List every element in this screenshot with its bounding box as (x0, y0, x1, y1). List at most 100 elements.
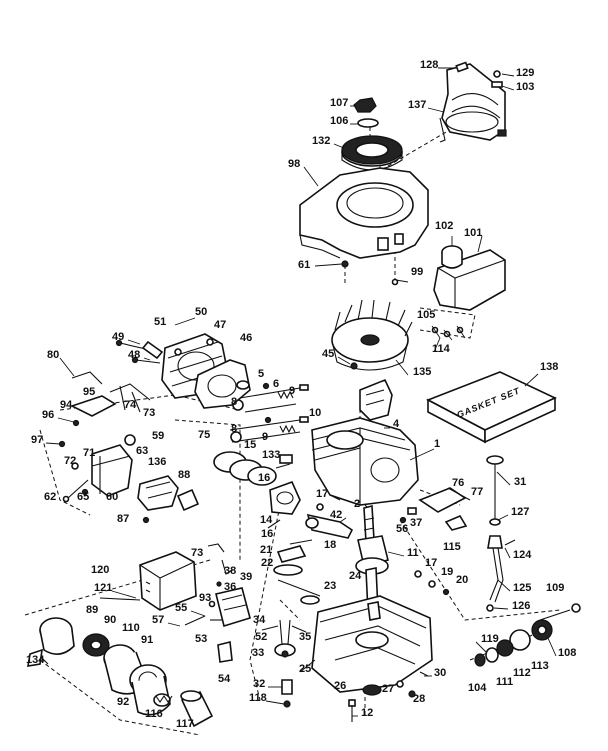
part-label-119: 119 (481, 633, 499, 645)
part-label-80: 80 (47, 349, 59, 361)
part-label-137: 137 (408, 99, 426, 111)
part-label-20: 20 (456, 574, 468, 586)
cylinder-block (311, 417, 419, 511)
part-label-21: 21 (260, 544, 272, 556)
rotating-screen (341, 135, 403, 171)
breather-gasket (418, 487, 471, 513)
crankshaft (355, 504, 389, 613)
part-label-112: 112 (513, 667, 531, 679)
part-label-117: 117 (176, 718, 194, 730)
part-label-23: 23 (324, 580, 336, 592)
blower-housing (299, 167, 429, 286)
part-label-75: 75 (198, 429, 210, 441)
part-label-77: 77 (471, 486, 483, 498)
part-label-59: 59 (152, 430, 164, 442)
part-label-133: 133 (262, 449, 280, 461)
part-label-126: 126 (512, 600, 530, 612)
part-label-89: 89 (86, 604, 98, 616)
part-label-72: 72 (64, 455, 76, 467)
part-label-88: 88 (178, 469, 190, 481)
part-label-116: 116 (145, 708, 163, 720)
part-label-45: 45 (322, 348, 334, 360)
part-label-16: 16 (258, 472, 270, 484)
part-label-106: 106 (330, 115, 348, 127)
part-label-54: 54 (218, 673, 231, 685)
part-label-57: 57 (152, 614, 164, 626)
part-label-120: 120 (91, 564, 109, 576)
flywheel-key (350, 362, 358, 370)
part-label-129: 129 (516, 67, 534, 79)
dipstick-assembly (444, 455, 516, 612)
part-label-34: 34 (253, 614, 266, 626)
primer-bulb (124, 434, 136, 446)
carburetor-bowl (137, 475, 179, 524)
pto-seal-parts (474, 603, 581, 667)
part-label-4: 4 (393, 418, 400, 430)
part-label-6: 6 (273, 378, 279, 390)
part-label-102: 102 (435, 220, 453, 232)
part-label-87: 87 (117, 513, 129, 525)
part-label-118: 118 (249, 692, 267, 704)
part-label-109: 109 (546, 582, 564, 594)
starter-clutch (27, 617, 214, 728)
part-label-60: 60 (106, 491, 118, 503)
part-label-11: 11 (407, 547, 419, 559)
part-label-28: 28 (413, 693, 425, 705)
part-label-104: 104 (468, 682, 487, 694)
starter-nut-washer (353, 97, 379, 128)
part-label-99: 99 (411, 266, 423, 278)
part-label-8: 8 (231, 423, 237, 435)
part-label-8: 8 (231, 396, 237, 408)
governor-gear (261, 619, 307, 658)
part-label-42: 42 (330, 509, 342, 521)
part-label-113: 113 (531, 660, 549, 672)
part-label-55: 55 (175, 602, 187, 614)
part-label-125: 125 (513, 582, 531, 594)
ignition-module (184, 543, 251, 663)
carburetor (62, 444, 133, 503)
part-label-124: 124 (513, 549, 532, 561)
muffler (433, 245, 506, 311)
part-number-labels: 1281291031071061371329810210161991051145… (26, 59, 576, 730)
part-label-110: 110 (122, 622, 140, 634)
governor-linkage (58, 371, 151, 448)
part-label-127: 127 (511, 506, 529, 518)
part-label-33: 33 (252, 647, 264, 659)
part-label-31: 31 (514, 476, 526, 488)
oil-plunger (281, 679, 293, 708)
part-label-108: 108 (558, 647, 576, 659)
part-label-17: 17 (425, 557, 437, 569)
part-label-52: 52 (255, 631, 267, 643)
part-label-135: 135 (413, 366, 431, 378)
part-label-65: 65 (77, 491, 89, 503)
part-label-138: 138 (540, 361, 558, 373)
part-label-38: 38 (224, 565, 236, 577)
part-label-95: 95 (83, 386, 95, 398)
part-label-105: 105 (417, 309, 435, 321)
part-label-5: 5 (258, 368, 264, 380)
part-label-90: 90 (104, 614, 116, 626)
part-label-30: 30 (434, 667, 446, 679)
part-label-32: 32 (253, 678, 265, 690)
part-label-53: 53 (195, 633, 207, 645)
part-label-74: 74 (124, 399, 137, 411)
part-label-27: 27 (382, 683, 394, 695)
part-label-15: 15 (244, 439, 256, 451)
part-label-25: 25 (299, 663, 311, 675)
crankcase-base (311, 595, 433, 722)
part-label-96: 96 (42, 409, 54, 421)
part-label-56: 56 (396, 523, 408, 535)
part-label-71: 71 (83, 447, 95, 459)
part-label-101: 101 (464, 227, 482, 239)
part-label-107: 107 (330, 97, 348, 109)
camshaft (273, 539, 321, 605)
part-label-114: 114 (432, 343, 451, 355)
crank-small-parts (399, 507, 417, 524)
carburetor-gasket (176, 488, 200, 512)
part-label-93: 93 (199, 592, 211, 604)
fuel-tank-cover (439, 61, 507, 143)
part-label-26: 26 (334, 680, 346, 692)
part-label-19: 19 (441, 566, 453, 578)
head-gasket (194, 359, 251, 409)
